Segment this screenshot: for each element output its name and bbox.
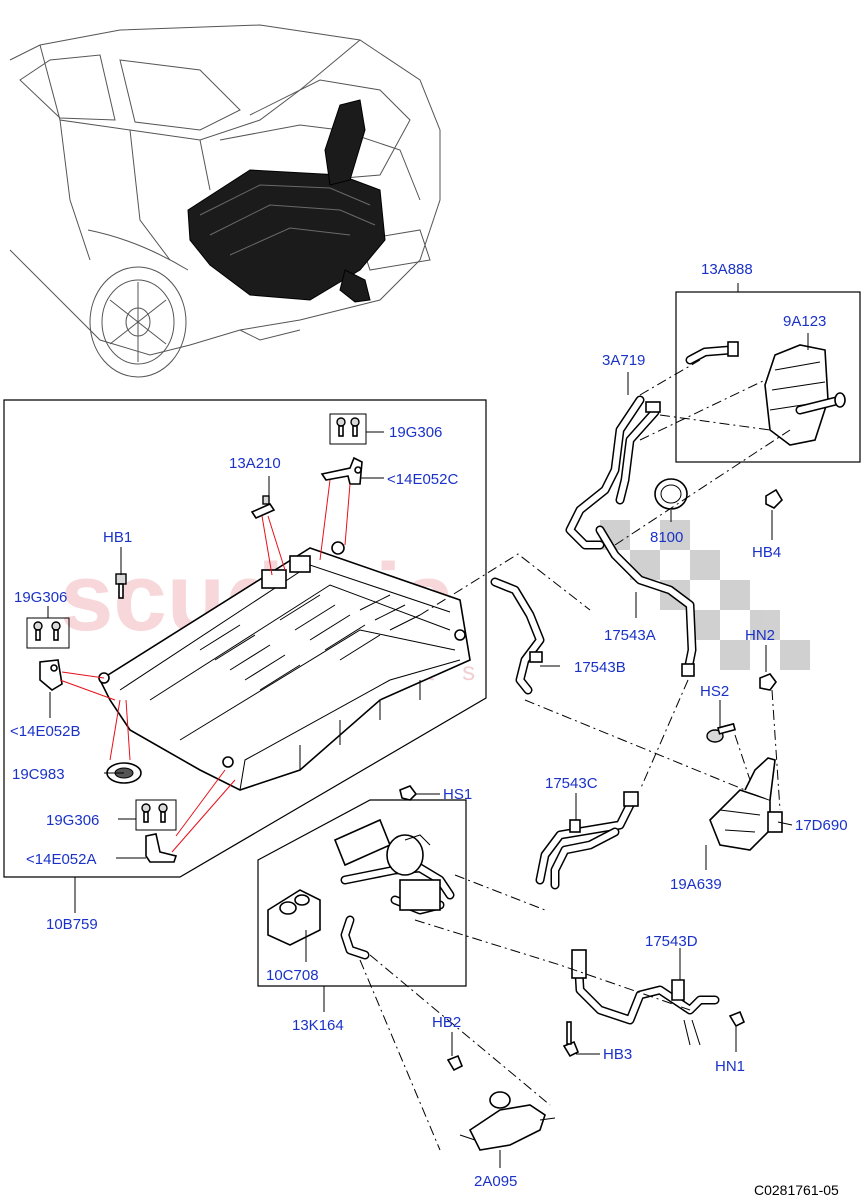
checkered-flag-watermark bbox=[600, 520, 810, 670]
battery-ribs bbox=[199, 594, 421, 691]
bracket-19a639 bbox=[709, 757, 776, 851]
label-8100: 8100 bbox=[650, 529, 683, 546]
label-9a123: 9A123 bbox=[783, 313, 826, 330]
clip-13a210 bbox=[250, 495, 276, 520]
label-19g306-top: 19G306 bbox=[389, 424, 442, 441]
valve-2a095 bbox=[459, 1091, 556, 1151]
label-19c983: 19C983 bbox=[12, 766, 65, 783]
dashed-connection-lines bbox=[359, 359, 791, 1151]
label-hs1: HS1 bbox=[443, 786, 472, 803]
label-hb3: HB3 bbox=[603, 1046, 632, 1063]
bolt-hb2 bbox=[446, 1054, 464, 1072]
bracket-14e052c bbox=[320, 456, 363, 485]
label-hb4: HB4 bbox=[752, 544, 781, 561]
bracket-14e052b bbox=[39, 659, 63, 691]
vehicle-overview-illustration bbox=[9, 24, 441, 378]
label-14e052c: <14E052C bbox=[387, 471, 458, 488]
label-hn2: HN2 bbox=[745, 627, 775, 644]
cap-8100 bbox=[654, 478, 688, 510]
label-2a095: 2A095 bbox=[474, 1173, 517, 1190]
battery-pack-10b759 bbox=[98, 541, 471, 791]
label-14e052a: <14E052A bbox=[26, 851, 96, 868]
bolts-19g306-bottom bbox=[135, 799, 177, 831]
label-14e052b: <14E052B bbox=[10, 723, 80, 740]
valve-10c708 bbox=[267, 889, 321, 946]
label-19g306-left: 19G306 bbox=[14, 589, 67, 606]
label-hn1: HN1 bbox=[715, 1058, 745, 1075]
bolt-hs2 bbox=[706, 722, 736, 743]
hose-17543d bbox=[571, 949, 720, 1046]
label-17d690: 17D690 bbox=[795, 817, 848, 834]
label-10c708: 10C708 bbox=[266, 967, 319, 984]
battery-pack-frame bbox=[3, 399, 487, 878]
part-labels: 13A888 9A123 3A719 8100 HB4 17543A 17543… bbox=[10, 261, 848, 1198]
hose-17543a bbox=[595, 525, 697, 677]
bolts-19g306-top bbox=[329, 413, 367, 445]
bracket-14e052a bbox=[145, 833, 178, 863]
label-17543d: 17543D bbox=[645, 933, 698, 950]
bolt-hs1 bbox=[399, 785, 418, 801]
leader-lines bbox=[47, 283, 809, 1168]
hose-3a719 bbox=[565, 395, 661, 550]
clip-17d690 bbox=[767, 811, 783, 833]
label-hs2: HS2 bbox=[700, 683, 729, 700]
hose-17543c bbox=[535, 791, 639, 890]
hose-17543b bbox=[490, 577, 545, 695]
label-hb1: HB1 bbox=[103, 529, 132, 546]
label-19g306-bottom: 19G306 bbox=[46, 812, 99, 829]
label-3a719: 3A719 bbox=[602, 352, 645, 369]
label-hb2: HB2 bbox=[432, 1014, 461, 1031]
bolt-hb3 bbox=[562, 1021, 580, 1058]
label-17543c: 17543C bbox=[545, 775, 598, 792]
coolant-reservoir-frame bbox=[675, 291, 861, 463]
label-19a639: 19A639 bbox=[670, 876, 722, 893]
label-10b759: 10B759 bbox=[46, 916, 98, 933]
pump-assembly-13k164 bbox=[333, 818, 455, 960]
coolant-reservoir-9a123 bbox=[685, 341, 846, 446]
nut-hn1 bbox=[728, 1010, 746, 1028]
label-17543a: 17543A bbox=[604, 627, 656, 644]
bolt-hb4 bbox=[765, 488, 784, 509]
label-13a210: 13A210 bbox=[229, 455, 281, 472]
label-17543b: 17543B bbox=[574, 659, 626, 676]
red-leader-lines bbox=[59, 479, 351, 853]
cooling-pump-assembly-frame bbox=[257, 799, 467, 987]
diagram-reference-code: C0281761-05 bbox=[754, 1182, 839, 1198]
label-13k164: 13K164 bbox=[292, 1017, 344, 1034]
nut-hn2 bbox=[759, 673, 777, 691]
label-13a888: 13A888 bbox=[701, 261, 753, 278]
